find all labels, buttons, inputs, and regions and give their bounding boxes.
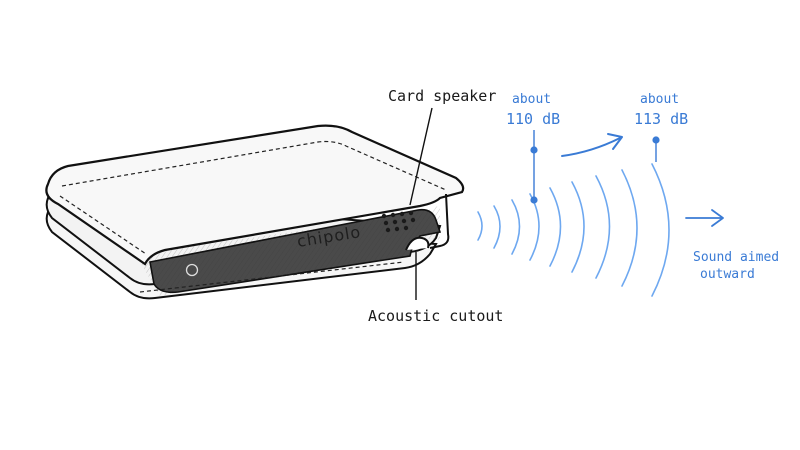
stitching-top: [61, 140, 447, 191]
speaker-grille: [381, 210, 416, 233]
direction-label-line2: outward: [700, 267, 755, 282]
reading-113-prefix: about: [640, 92, 679, 107]
reading-113-dot: [652, 136, 660, 144]
increase-arrow: [561, 133, 623, 157]
wave-8: [621, 169, 638, 287]
wallet-right-edge: [429, 193, 450, 249]
card-speaker-label: Card speaker: [388, 87, 496, 105]
stitching-front: [59, 195, 147, 255]
wave-1: [477, 211, 483, 241]
direction-label-line1: Sound aimed: [693, 250, 779, 265]
wave-4: [529, 193, 540, 261]
wave-7: [595, 175, 611, 279]
wave-3: [511, 199, 521, 255]
wallet: chipolo: [45, 124, 465, 300]
reading-110-prefix: about: [512, 92, 551, 107]
reading-110-dot-top: [530, 146, 538, 154]
acoustic-cutout-label: Acoustic cutout: [368, 307, 503, 325]
stitching-bottom: [139, 261, 405, 293]
reading-113-value: 113 dB: [634, 110, 688, 128]
wave-9: [651, 163, 670, 297]
reading-110-value: 110 dB: [506, 110, 560, 128]
chipolo-card: chipolo: [149, 208, 442, 294]
direction-arrow: [685, 209, 724, 227]
wave-5: [549, 187, 562, 267]
sound-waves: [477, 163, 670, 297]
card-speaker-leader: [409, 107, 433, 206]
wallet-top-flap: [45, 124, 465, 266]
wave-2: [493, 205, 501, 249]
card-button: [185, 263, 199, 277]
wave-6: [571, 181, 585, 273]
acoustic-cutout-notch: [405, 236, 430, 251]
reading-110: about 110 dB: [506, 92, 560, 204]
reading-113: about 113 dB: [634, 92, 688, 162]
reading-110-dot-bottom: [530, 196, 538, 204]
